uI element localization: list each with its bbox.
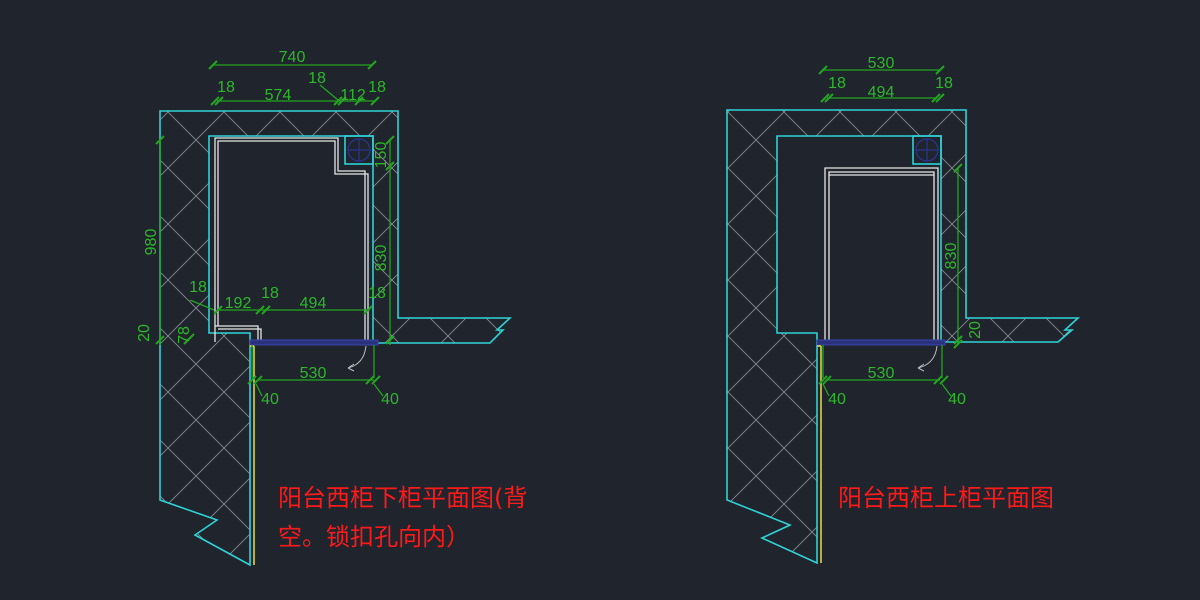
dim-inner-width-top: 494 (868, 84, 895, 101)
dim-panel-left-top: 18 (828, 75, 846, 92)
dim-door-thickness: 20 (136, 324, 153, 342)
cabinet-outline (824, 167, 939, 342)
pipe-box (912, 135, 942, 165)
dim-panel-right-bottom: 18 (368, 285, 386, 302)
dim-overall-width: 740 (279, 49, 306, 66)
dim-right-margin: 40 (948, 391, 966, 408)
dim-door-width: 530 (868, 365, 895, 382)
door-swing-arrow (917, 345, 938, 372)
plan-title-line2: 空。锁扣孔向内） (278, 523, 470, 551)
dim-left-margin: 40 (828, 391, 846, 408)
upper-cabinet-plan: 530 18 18 494 830 20 530 40 40 阳台西柜上柜平面图 (726, 55, 1081, 565)
dim-panel-right-top: 18 (368, 79, 386, 96)
dim-right-margin: 40 (381, 391, 399, 408)
plan-title-line1: 阳台西柜下柜平面图(背 (278, 484, 527, 512)
dim-door-width: 530 (300, 365, 327, 382)
dim-inner-width-bottom: 494 (300, 295, 327, 312)
dim-side-offset: 78 (176, 326, 193, 344)
dim-pipe-box-width: 112 (340, 87, 366, 104)
door-panel (249, 339, 379, 346)
dim-pipe-box-depth: 150 (373, 142, 390, 169)
pipe-box (344, 135, 374, 165)
dim-overall-width: 530 (868, 55, 895, 72)
dimension-lines (155, 60, 395, 397)
cabinet-outline (214, 137, 369, 342)
door-panel (816, 339, 946, 346)
plan-title: 阳台西柜上柜平面图 (838, 484, 1054, 512)
dim-panel-left-bottom: 18 (189, 279, 207, 296)
door-swing-arrow (347, 345, 367, 372)
dim-cabinet-depth: 830 (943, 243, 960, 270)
dim-left-margin: 40 (261, 391, 279, 408)
dim-panel-mid-bottom: 18 (261, 285, 279, 302)
dim-cabinet-depth: 830 (373, 245, 390, 272)
dim-panel-left-top: 18 (217, 79, 235, 96)
dim-inner-width-top: 574 (265, 87, 292, 104)
dim-panel-right-top: 18 (935, 75, 953, 92)
lower-cabinet-plan: 740 18 574 18 112 18 980 150 830 18 192 … (136, 49, 527, 567)
pipe-icon (347, 138, 371, 162)
dim-door-thickness: 20 (967, 321, 984, 339)
dimension-lines (818, 65, 963, 397)
pipe-icon (915, 138, 939, 162)
dim-panel-mid-top: 18 (308, 70, 326, 87)
dim-overall-depth: 980 (143, 229, 160, 256)
dim-left-gap: 192 (225, 295, 252, 312)
